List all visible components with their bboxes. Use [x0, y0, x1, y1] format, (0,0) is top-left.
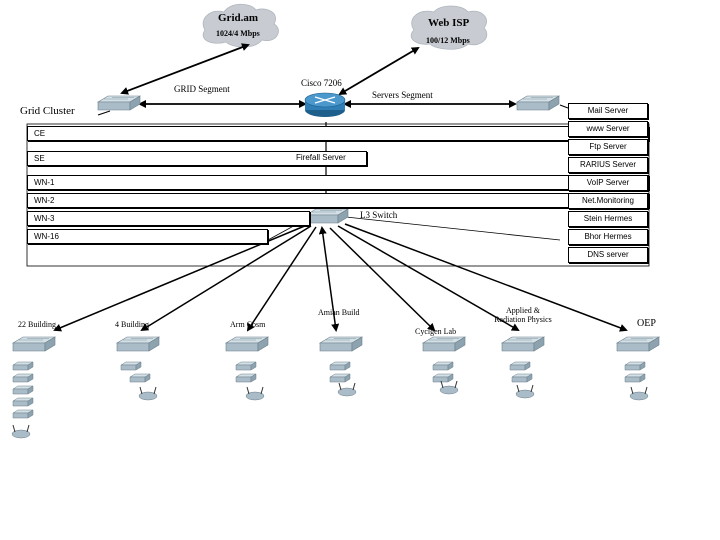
- grid-node-wn-16: WN-16: [27, 229, 268, 244]
- grid-node-se: SE: [27, 151, 367, 166]
- web-isp-cloud: [410, 5, 488, 50]
- building-22-stack: [11, 361, 34, 439]
- firewall-server-label: Firefall Server: [296, 153, 346, 162]
- grid-node-wn-2: WN-2: [27, 193, 649, 208]
- server-dns: DNS server: [568, 247, 648, 263]
- grid-am-cloud: [202, 3, 279, 48]
- l3-switch-icon: [305, 208, 349, 224]
- servers-segment-label: Servers Segment: [372, 90, 433, 100]
- oep-stack: [624, 361, 649, 401]
- arm-cosm-switch: [225, 336, 269, 352]
- server-mail: Mail Server: [568, 103, 648, 119]
- server-bhor-hermes: Bhor Hermes: [568, 229, 648, 245]
- building-4-switch: [116, 336, 160, 352]
- grid-cluster-title: Grid Cluster: [20, 105, 75, 117]
- cyclgen-lab-stack: [432, 361, 459, 395]
- applied-physics-switch: [501, 336, 545, 352]
- server-ftp: Ftp Server: [568, 139, 648, 155]
- server-net-monitoring: Net.Monitoring: [568, 193, 648, 209]
- building-22-label: 22 Building: [18, 320, 57, 329]
- grid-node-wn-3: WN-3: [27, 211, 310, 226]
- servers-segment-switch: [516, 95, 560, 111]
- web-isp-speed: 100/12 Mbps: [426, 36, 470, 45]
- applied-physics-label: Applied & Radiation Physics: [494, 306, 552, 324]
- grid-segment-label: GRID Segment: [174, 84, 230, 94]
- grid-node-ce: CE: [27, 126, 649, 141]
- arm-cosm-stack: [235, 361, 265, 401]
- server-rarius: RARIUS Server: [568, 157, 648, 173]
- cisco-router-icon: [304, 92, 346, 117]
- amian-build-label: Amian Build: [318, 308, 360, 317]
- building-22-switch: [12, 336, 56, 352]
- building-4-label: 4 Building: [115, 320, 150, 329]
- grid-segment-switch: [97, 95, 141, 111]
- server-www: www Server: [568, 121, 648, 137]
- grid-node-wn-1: WN-1: [27, 175, 649, 190]
- web-isp-label: Web ISP: [428, 17, 470, 29]
- amian-build-switch: [319, 336, 363, 352]
- arm-cosm-label: Arm Cosm: [230, 320, 266, 329]
- grid-am-label: Grid.am: [218, 12, 259, 24]
- grid-am-speed: 1024/4 Mbps: [216, 29, 260, 38]
- cyclgen-lab-switch: [422, 336, 466, 352]
- server-voip: VoIP Server: [568, 175, 648, 191]
- router-label: Cisco 7206: [301, 78, 342, 88]
- l3-switch-label: L3 Switch: [360, 210, 398, 220]
- applied-physics-stack: [509, 361, 535, 399]
- server-stein-hermes: Stein Hermes: [568, 211, 648, 227]
- oep-switch: [616, 336, 660, 352]
- oep-label: OEP: [637, 318, 656, 329]
- building-4-stack: [120, 361, 158, 401]
- amian-build-stack: [329, 361, 357, 397]
- cyclgen-lab-label: Cyclgen Lab: [415, 327, 457, 336]
